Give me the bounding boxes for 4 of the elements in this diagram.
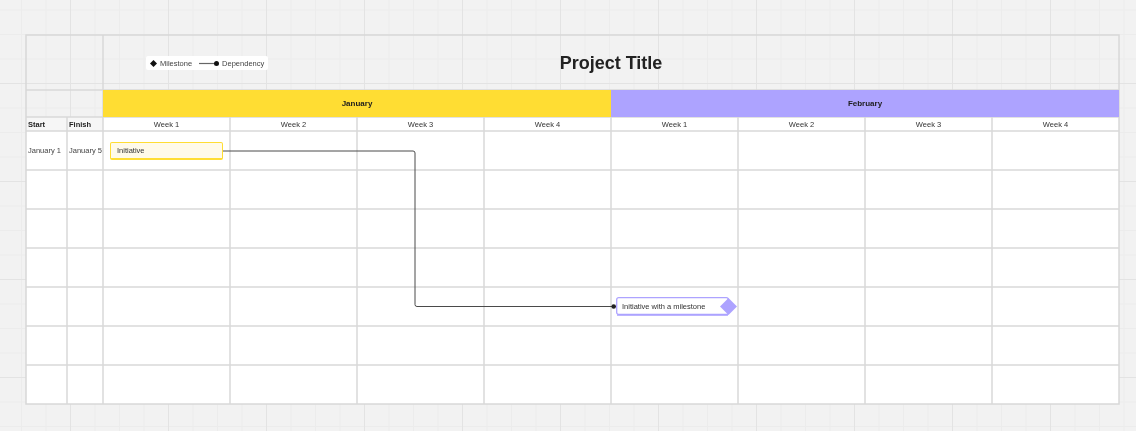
month-label: January <box>341 99 373 108</box>
title: Project Title <box>559 52 663 74</box>
month-label: February <box>847 99 883 108</box>
dependency-line <box>222 150 617 309</box>
